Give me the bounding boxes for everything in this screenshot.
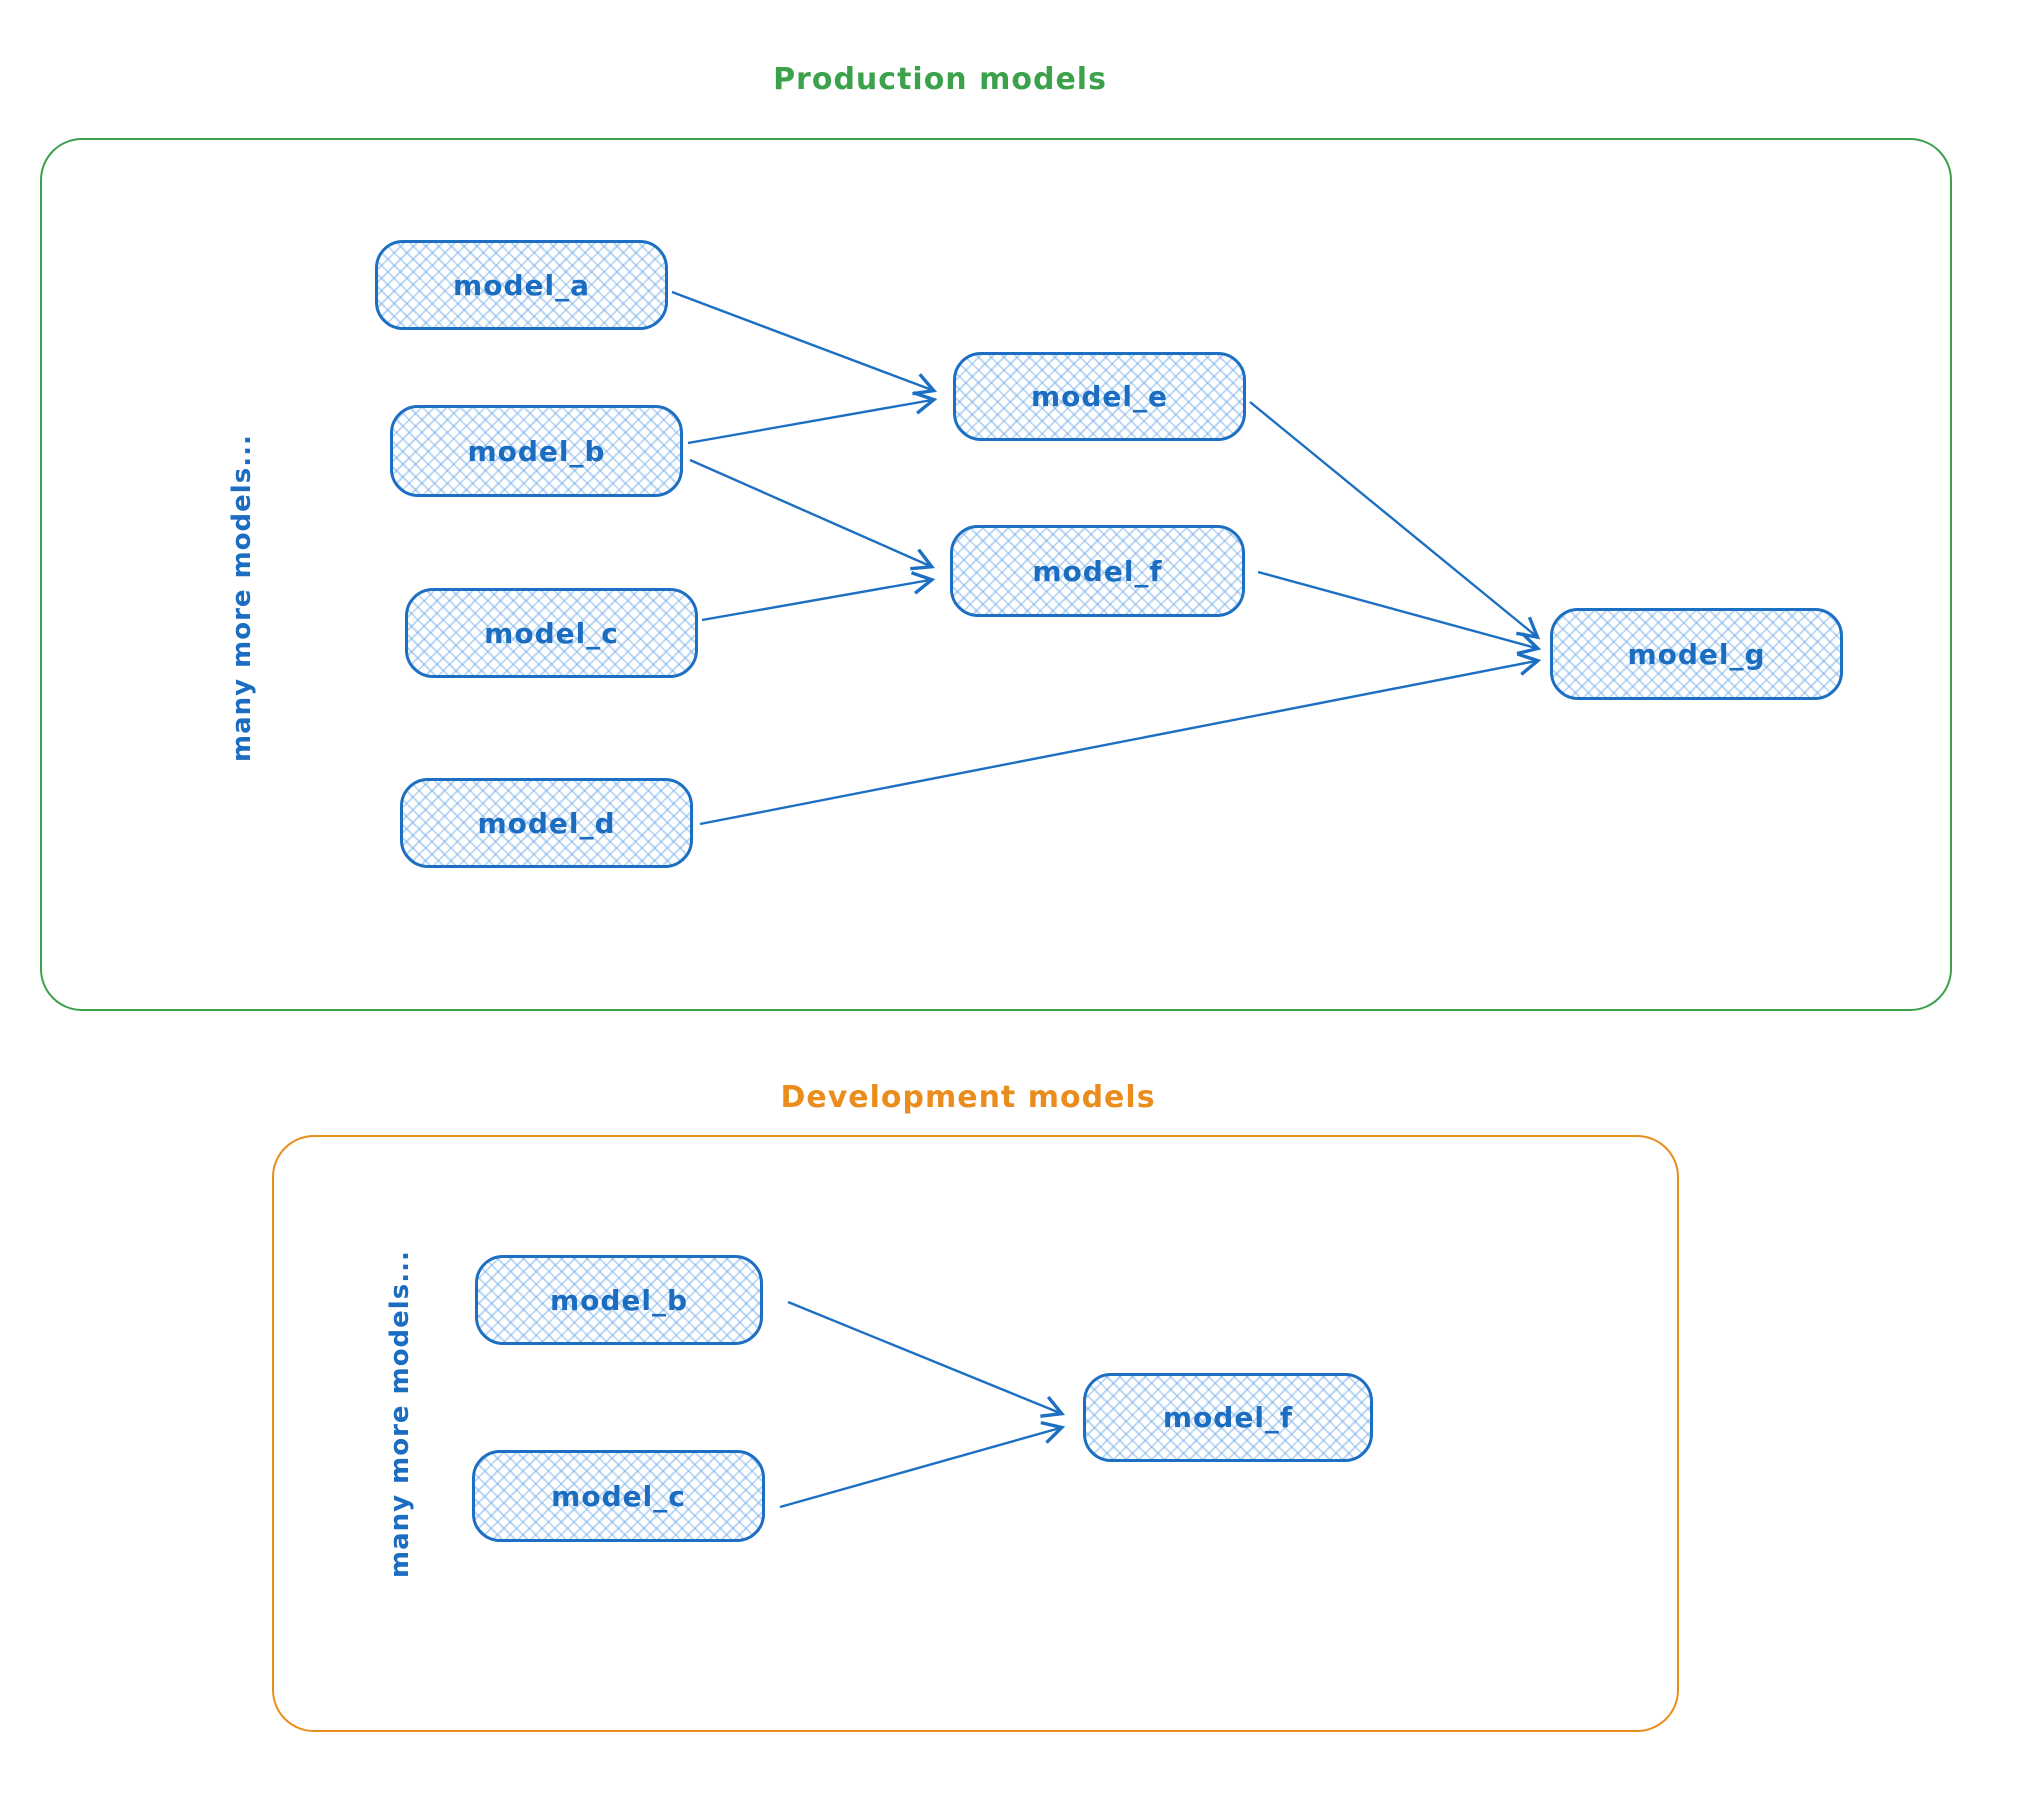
production-frame: [40, 138, 1952, 1011]
node-production-model-a: model_a: [375, 240, 668, 330]
node-production-model-b: model_b: [390, 405, 683, 497]
development-frame: [272, 1135, 1679, 1732]
node-development-model-c: model_c: [472, 1450, 765, 1542]
node-production-model-d: model_d: [400, 778, 693, 868]
node-development-model-b: model_b: [475, 1255, 763, 1345]
production-side-label: many more models...: [227, 434, 257, 762]
node-production-model-g: model_g: [1550, 608, 1843, 700]
node-production-model-c: model_c: [405, 588, 698, 678]
node-development-model-f: model_f: [1083, 1373, 1373, 1462]
development-side-label: many more models...: [385, 1250, 415, 1578]
development-section-title: Development models: [780, 1080, 1156, 1115]
node-production-model-f: model_f: [950, 525, 1245, 617]
production-section-title: Production models: [773, 62, 1107, 97]
node-production-model-e: model_e: [953, 352, 1246, 441]
